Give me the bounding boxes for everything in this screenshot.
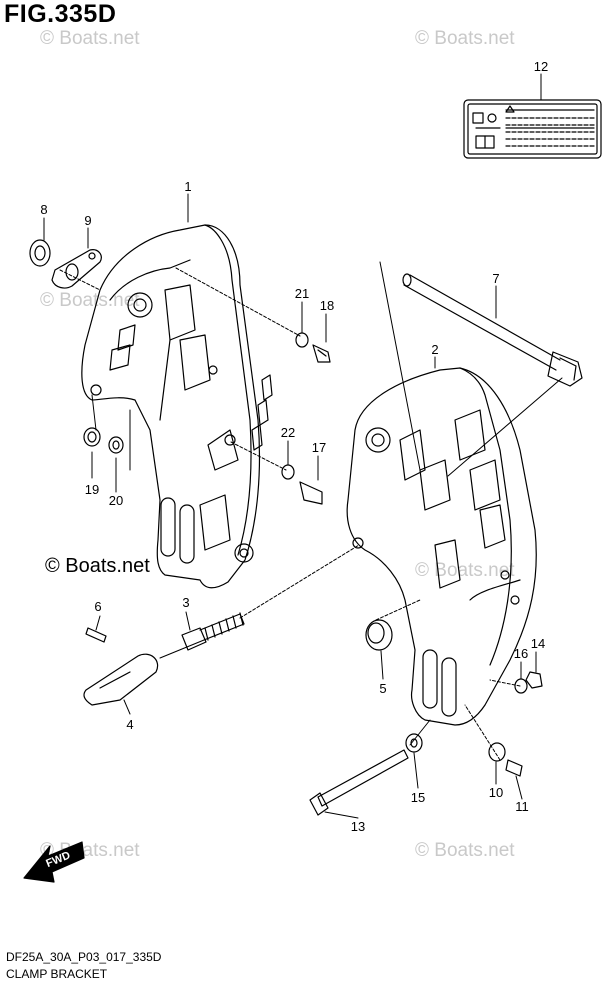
callout-5: 5 — [379, 681, 386, 696]
callout-21: 21 — [295, 286, 309, 301]
callout-10: 10 — [489, 785, 503, 800]
callout-17: 17 — [312, 440, 326, 455]
small-parts-middle — [83, 612, 393, 706]
through-bolt-part-7 — [402, 273, 583, 387]
callout-15: 15 — [411, 790, 425, 805]
callout-16: 16 — [514, 646, 528, 661]
small-parts-right — [309, 671, 543, 816]
figure-title: FIG.335D — [4, 0, 117, 28]
callout-numbers: 12 1 8 9 21 18 7 2 22 17 19 20 6 3 4 5 1… — [40, 59, 548, 834]
callout-20: 20 — [109, 493, 123, 508]
callout-6: 6 — [94, 599, 101, 614]
callout-18: 18 — [320, 298, 334, 313]
watermark: © Boats.net — [415, 28, 515, 49]
watermark-main: © Boats.net — [45, 555, 150, 577]
caution-label-part-12 — [463, 99, 602, 159]
watermark: © Boats.net — [415, 560, 515, 581]
figure-name: CLAMP BRACKET — [6, 967, 108, 981]
callout-7: 7 — [492, 271, 499, 286]
callout-14: 14 — [531, 636, 545, 651]
callout-19: 19 — [85, 482, 99, 497]
figure-code: DF25A_30A_P03_017_335D — [6, 950, 162, 964]
watermark: © Boats.net — [415, 840, 515, 861]
callout-22: 22 — [281, 425, 295, 440]
callout-4: 4 — [126, 717, 133, 732]
callout-12: 12 — [534, 59, 548, 74]
callout-1: 1 — [184, 179, 191, 194]
callout-3: 3 — [182, 595, 189, 610]
callout-13: 13 — [351, 819, 365, 834]
clamp-bracket-part-1 — [81, 224, 273, 589]
clamp-bracket-part-2 — [346, 367, 537, 726]
callout-9: 9 — [84, 213, 91, 228]
watermark: © Boats.net — [40, 28, 140, 49]
leader-lines — [43, 73, 563, 819]
small-parts-left — [29, 239, 331, 505]
callout-8: 8 — [40, 202, 47, 217]
fwd-arrow-icon — [23, 841, 85, 883]
callout-11: 11 — [515, 799, 529, 814]
callout-2: 2 — [431, 342, 438, 357]
